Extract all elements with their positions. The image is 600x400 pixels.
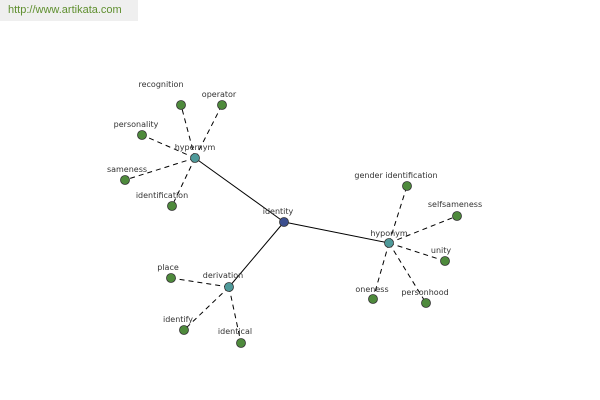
label-recognition[interactable]: recognition <box>138 80 183 89</box>
edge-hyponym-selfsameness <box>388 215 458 244</box>
label-derivation[interactable]: derivation <box>203 271 243 280</box>
node-personality[interactable] <box>137 130 147 140</box>
edge-hypernym-recognition <box>180 104 196 159</box>
node-identity[interactable] <box>279 217 289 227</box>
edge-hyponym-unity <box>388 242 446 262</box>
label-identity[interactable]: identity <box>263 207 294 216</box>
node-identical[interactable] <box>236 338 246 348</box>
edge-derivation-identical <box>228 286 242 344</box>
node-derivation[interactable] <box>224 282 234 292</box>
node-identify[interactable] <box>179 325 189 335</box>
label-identify[interactable]: identify <box>163 315 193 324</box>
node-operator[interactable] <box>217 100 227 110</box>
node-place[interactable] <box>166 273 176 283</box>
node-recognition[interactable] <box>176 100 186 110</box>
edge-identity-derivation <box>228 221 285 288</box>
edge-identity-hypernym <box>194 157 285 223</box>
node-oneness[interactable] <box>368 294 378 304</box>
edge-derivation-place <box>170 277 230 288</box>
label-selfsameness[interactable]: selfsameness <box>428 200 482 209</box>
node-personhood[interactable] <box>421 298 431 308</box>
edge-hyponym-oneness <box>372 242 390 300</box>
label-gender-identification[interactable]: gender identification <box>354 171 437 180</box>
node-hypernym[interactable] <box>190 153 200 163</box>
label-operator[interactable]: operator <box>202 90 237 99</box>
edge-hyponym-personhood <box>388 242 427 304</box>
label-hypernym[interactable]: hypernym <box>175 143 216 152</box>
edge-derivation-identify <box>183 286 230 331</box>
label-place[interactable]: place <box>157 263 179 272</box>
edge-layer <box>124 104 458 344</box>
edge-hypernym-sameness <box>124 157 196 181</box>
node-hyponym[interactable] <box>384 238 394 248</box>
edge-identity-hyponym <box>283 221 390 244</box>
edge-hypernym-operator <box>194 104 223 159</box>
node-layer <box>120 100 462 348</box>
site-url-label[interactable]: http://www.artikata.com <box>0 0 138 21</box>
label-hyponym[interactable]: hyponym <box>370 229 408 238</box>
label-layer: identity hypernym recognition operator perso… <box>107 80 482 336</box>
label-sameness[interactable]: sameness <box>107 165 147 174</box>
label-identification[interactable]: identification <box>136 191 188 200</box>
label-personhood[interactable]: personhood <box>401 288 448 297</box>
node-sameness[interactable] <box>120 175 130 185</box>
node-gender-identification[interactable] <box>402 181 412 191</box>
edge-hypernym-personality <box>141 134 196 159</box>
label-unity[interactable]: unity <box>431 246 452 255</box>
node-identification[interactable] <box>167 201 177 211</box>
node-unity[interactable] <box>440 256 450 266</box>
edge-hyponym-gender-identification <box>388 185 408 244</box>
label-personality[interactable]: personality <box>114 120 159 129</box>
node-selfsameness[interactable] <box>452 211 462 221</box>
label-identical[interactable]: identical <box>218 327 252 336</box>
label-oneness[interactable]: oneness <box>355 285 388 294</box>
